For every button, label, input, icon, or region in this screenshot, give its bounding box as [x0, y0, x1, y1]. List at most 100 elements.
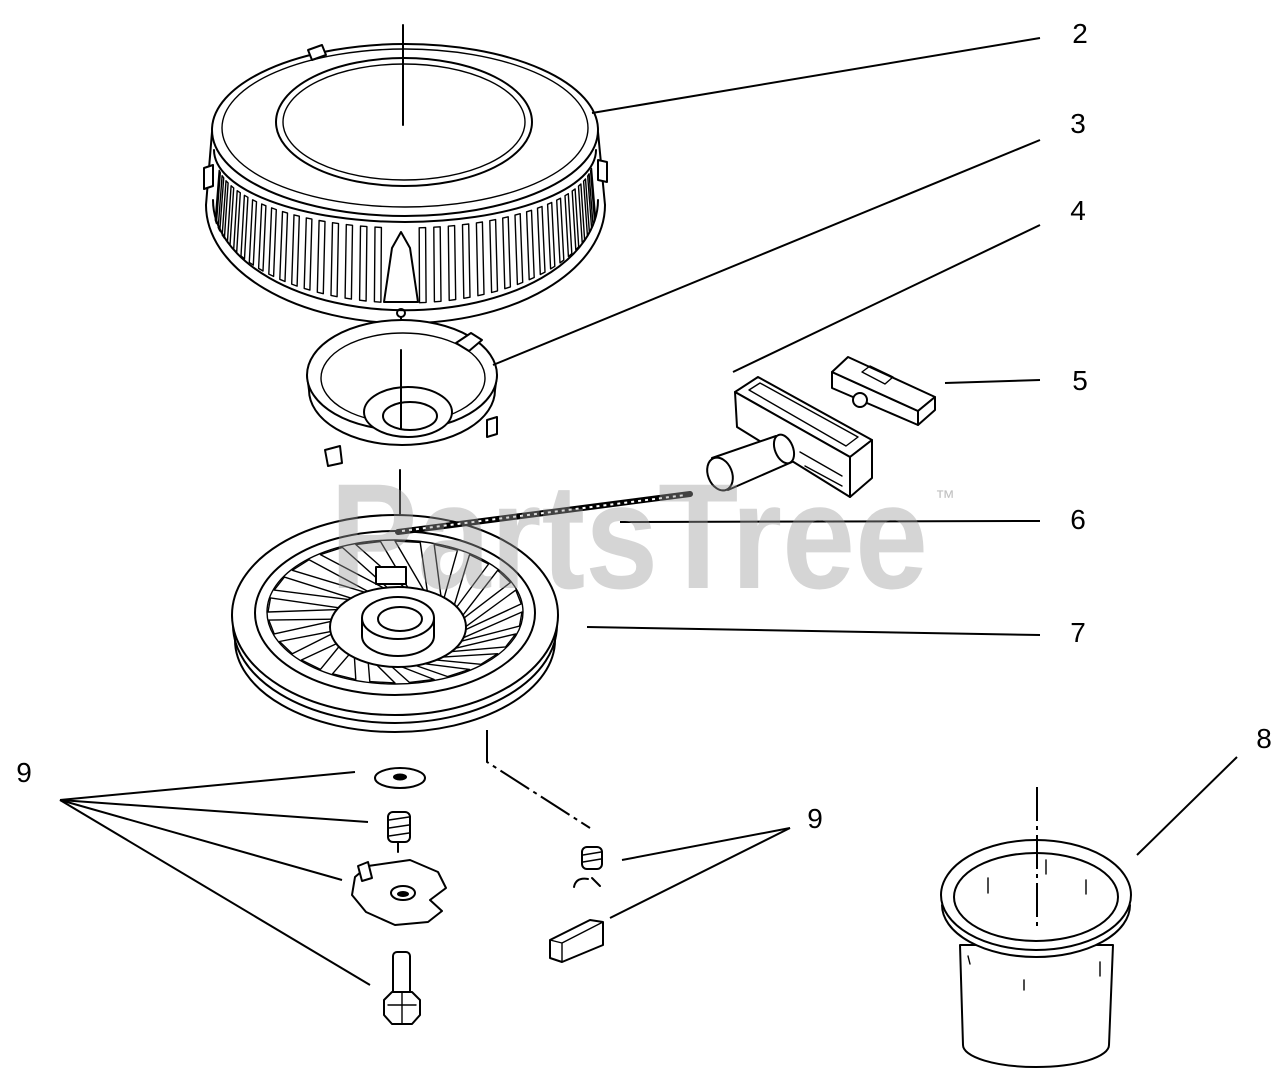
pawl: [351, 859, 447, 926]
pulley-fin: [331, 648, 357, 681]
pulley-fin: [433, 543, 459, 606]
housing-louver: [316, 219, 326, 295]
callout-2: 2: [1072, 18, 1088, 49]
leader-line-4: [732, 224, 1041, 373]
housing-top-tab: [307, 44, 327, 61]
pulley-rim: [254, 530, 536, 696]
housing-louvers: [214, 167, 597, 304]
starter-rope: [395, 491, 693, 535]
housing-louver: [330, 221, 340, 298]
housing-louver: [232, 189, 242, 253]
housing-louver: [226, 185, 235, 247]
pulley-fin: [268, 618, 343, 635]
housing-louver: [546, 201, 556, 270]
plate-right-tab: [455, 332, 483, 352]
spring-coils: [388, 816, 410, 837]
pulley-fin: [291, 559, 377, 597]
pulley-fin: [383, 659, 435, 684]
watermark: PartsTree ™: [330, 452, 955, 620]
pulley-groove: [232, 624, 558, 724]
leader-line-7: [586, 626, 1041, 636]
pawl-block: [549, 919, 604, 963]
callout-9-left: 9: [16, 757, 32, 788]
housing-outer-rim: [211, 43, 599, 217]
starter-cup: [940, 787, 1132, 1068]
leader-line-2: [591, 37, 1041, 114]
pawl-block-body: [549, 919, 604, 963]
housing-left-tab: [203, 164, 214, 190]
cup-body-marks: [967, 955, 1101, 991]
housing-louver: [514, 212, 524, 286]
housing-louver: [571, 188, 580, 251]
screw-head-facets: [387, 991, 417, 1025]
handle-insert: [831, 356, 936, 426]
callout-labels: 2 3 4 5 6 7 8 9 9: [16, 18, 1272, 834]
plate-center-hole: [382, 401, 438, 431]
callout-3: 3: [1070, 108, 1086, 139]
housing-louver: [217, 174, 225, 232]
leader-line-9-small-spring: [621, 827, 791, 861]
housing-louver: [489, 218, 499, 294]
leader-line-8: [1136, 756, 1238, 856]
pulley-fin: [450, 553, 490, 615]
pulley-fin: [394, 540, 429, 599]
insert-nub: [852, 392, 868, 408]
pulley-fin: [273, 576, 361, 602]
washer: [374, 767, 426, 789]
callout-8: 8: [1256, 723, 1272, 754]
pulley-hub-top: [361, 596, 435, 640]
pulley-fin: [300, 639, 346, 671]
rope-pulley: [231, 514, 559, 733]
watermark-text: PartsTree: [330, 452, 928, 620]
housing-louver: [214, 169, 222, 225]
housing-louver: [240, 194, 249, 260]
housing-louver: [577, 183, 586, 244]
watermark-trademark: ™: [935, 487, 955, 509]
pulley-fin: [278, 629, 341, 655]
housing-louver: [475, 221, 485, 297]
rope-braid: [401, 494, 687, 532]
housing-louver: [221, 180, 229, 239]
handle-shaft-collar: [772, 433, 796, 465]
housing-louver: [279, 210, 289, 283]
callout-6: 6: [1070, 504, 1086, 535]
leader-line-9-screw: [59, 799, 371, 986]
leader-line-9-pawl-block: [609, 827, 791, 919]
pawl-tab: [357, 861, 373, 882]
plate-right-lower-tab: [486, 416, 498, 438]
insert-end: [917, 396, 936, 426]
plate-bottom-tab: [324, 445, 343, 467]
housing-louver: [433, 226, 442, 303]
housing-louver: [502, 216, 512, 290]
handle-grip-groove: [799, 451, 843, 487]
cup-inner-ticks: [987, 859, 1087, 895]
pawl-hole: [390, 885, 416, 901]
starter-housing: [203, 24, 608, 325]
housing-louver: [589, 167, 597, 222]
spring-cover-plate: [306, 319, 498, 467]
housing-louver: [358, 225, 368, 302]
leader-line-6: [619, 520, 1041, 523]
pulley-fin: [446, 611, 523, 646]
screw-shaft: [392, 951, 411, 997]
housing-louver: [461, 223, 471, 299]
housing-louver: [564, 192, 573, 258]
pulley-to-pawl-dashed-line: [486, 730, 591, 829]
small-spring-end: [573, 877, 601, 888]
starter-handle: [706, 376, 873, 498]
handle-shaft-end: [706, 456, 734, 492]
pulley-fin: [367, 655, 396, 684]
housing-rim-ring: [221, 48, 589, 208]
leader-line-5: [944, 379, 1041, 384]
pulley-fin: [401, 660, 471, 678]
housing-center-notch: [383, 231, 419, 303]
pulley-tab: [375, 566, 407, 585]
pulley-fin: [419, 653, 499, 665]
housing-rim-lower-edge: [213, 149, 597, 223]
pawl-block-edges: [549, 921, 604, 963]
handle-grip-inset: [748, 382, 859, 447]
small-spring-body: [581, 846, 603, 870]
housing-louver: [525, 209, 535, 281]
